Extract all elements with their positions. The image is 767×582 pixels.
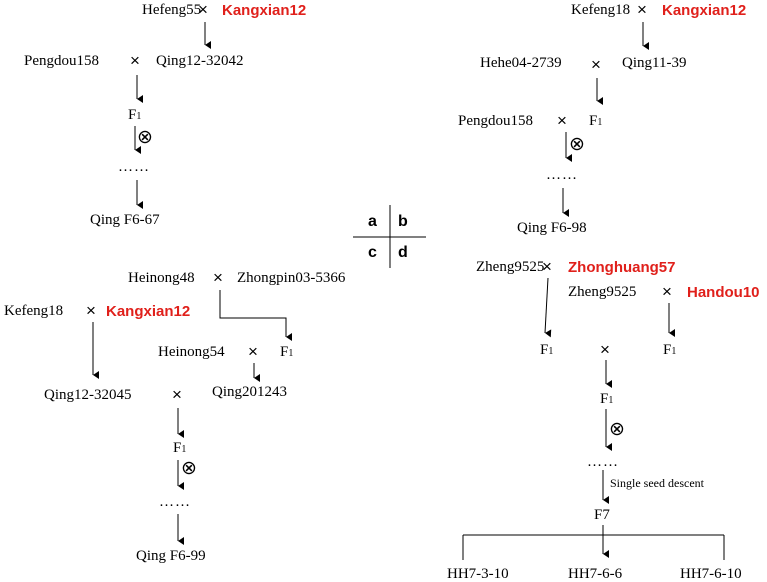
result-line-label: Qing F6-67 [90,212,160,228]
generation-label: F1 [280,344,294,360]
arrow [544,277,552,338]
line-label: HH7-6-10 [680,566,742,582]
parent-label: Kefeng18 [4,303,64,319]
cross-symbol: × [591,55,601,74]
generation-label: F1 [600,391,614,407]
parent-label: Heinong54 [158,344,225,360]
selfing-icon: ⊗ [137,127,153,148]
cross-symbol: × [130,51,140,70]
generation-label: F1 [540,342,554,358]
parent-label: Qing11-39 [622,55,687,71]
highlighted-parent-label: Zhonghuang57 [568,259,676,276]
cross-symbol: × [600,340,610,359]
selfing-icon: ⊗ [609,419,625,440]
cross-symbol: × [542,257,552,276]
cross-symbol: × [662,282,672,301]
parent-label: Qing12-32042 [156,53,244,69]
cross-symbol: × [198,0,208,19]
generation-label: F1 [128,107,142,123]
quadrant-label-d: d [398,244,408,261]
line-label: HH7-3-10 [447,566,509,582]
generation-label: F1 [663,342,677,358]
parent-label: Zhongpin03-5366 [237,270,346,286]
quadrant-label-c: c [368,244,377,261]
parent-label: Zheng9525 [476,259,545,275]
method-label: Single seed descent [610,476,704,490]
parent-label: Pengdou158 [24,53,99,69]
ellipsis: …… [159,494,191,510]
parent-label: Qing201243 [212,384,287,400]
parent-label: Qing12-32045 [44,387,132,403]
ellipsis: …… [587,454,619,470]
quadrant-label-b: b [398,213,408,230]
highlighted-parent-label: Kangxian12 [106,303,191,320]
selfing-icon: ⊗ [569,134,585,155]
result-line-label: Qing F6-98 [517,220,587,236]
cross-symbol: × [557,111,567,130]
generation-label: F7 [594,507,610,523]
parent-label: Zheng9525 [568,284,637,300]
parent-label: Hefeng55 [142,2,202,18]
generation-label: F1 [173,440,187,456]
parent-label: Kefeng18 [571,2,631,18]
ellipsis: …… [118,159,150,175]
parent-label: Heinong48 [128,270,195,286]
ellipsis: …… [546,167,578,183]
highlighted-parent-label: Handou10 [687,284,760,301]
generation-label: F1 [589,113,603,129]
cross-symbol: × [637,0,647,19]
parent-label: Hehe04-2739 [480,55,562,71]
parent-label: Pengdou158 [458,113,533,129]
highlighted-parent-label: Kangxian12 [662,2,747,19]
cross-symbol: × [248,342,258,361]
arrow [219,290,292,341]
cross-symbol: × [86,301,96,320]
highlighted-parent-label: Kangxian12 [222,2,307,19]
cross-symbol: × [172,385,182,404]
line-label: HH7-6-6 [568,566,623,582]
result-line-label: Qing F6-99 [136,548,206,564]
cross-symbol: × [213,268,223,287]
selfing-icon: ⊗ [181,458,197,479]
quadrant-label-a: a [368,213,377,230]
